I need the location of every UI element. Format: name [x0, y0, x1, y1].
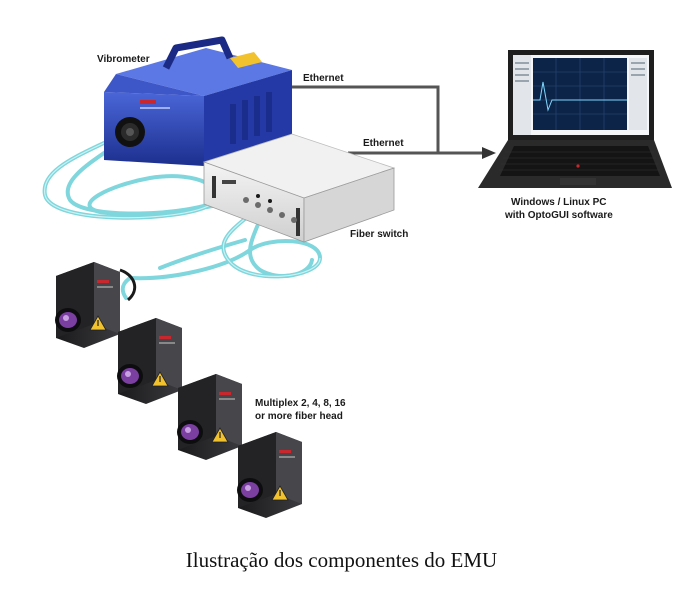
ethernet-label-bottom: Ethernet	[363, 138, 404, 149]
multiplex-label-line2: or more fiber head	[255, 411, 343, 422]
sensor-head-1	[54, 261, 137, 349]
sensor-head-2	[116, 317, 183, 405]
sensor-head-4	[236, 431, 303, 519]
fiber-cable-highlights	[44, 139, 321, 277]
vibrometer-label: Vibrometer	[97, 54, 150, 65]
multiplex-label-line1: Multiplex 2, 4, 8, 16	[255, 398, 346, 409]
ethernet-label-top: Ethernet	[303, 73, 344, 84]
laptop-pc	[478, 50, 672, 188]
pc-label-line2: with OptoGUI software	[505, 210, 613, 221]
fiber-switch-label: Fiber switch	[350, 229, 409, 240]
figure-caption: Ilustração dos componentes do EMU	[185, 548, 498, 572]
pc-label-line1: Windows / Linux PC	[511, 197, 607, 208]
ethernet-cable-bottom	[348, 147, 496, 159]
fiber-switch	[202, 133, 396, 243]
sensor-head-3	[176, 373, 243, 461]
ethernet-cable-top	[290, 85, 440, 153]
